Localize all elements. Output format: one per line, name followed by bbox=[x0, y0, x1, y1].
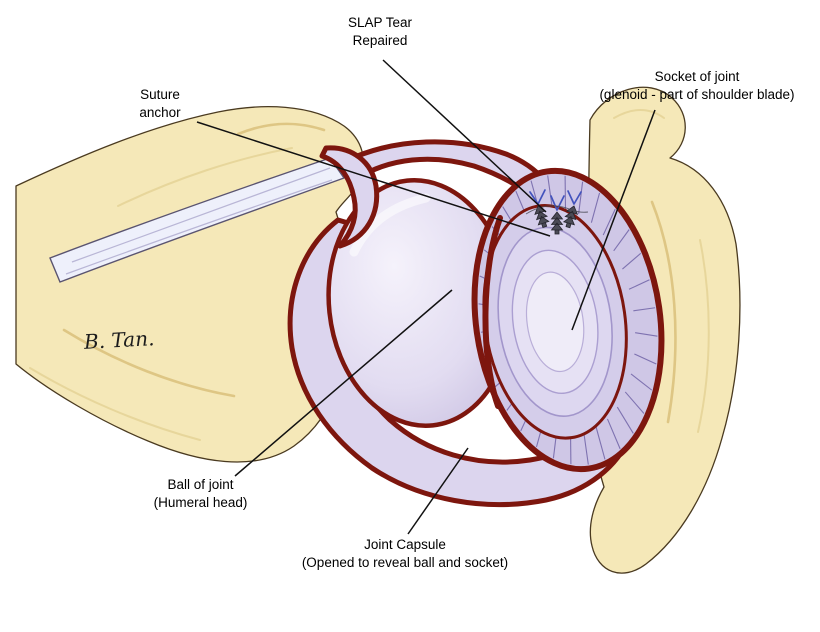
suture-anchor-2 bbox=[550, 211, 564, 235]
label-suture-anchor-line2: anchor bbox=[139, 105, 181, 120]
fringe-striation-line bbox=[583, 430, 589, 465]
label-capsule-line1: Joint Capsule bbox=[364, 537, 446, 552]
scapula-shading bbox=[650, 200, 677, 424]
fringe-striation-line bbox=[613, 229, 630, 252]
suture-thread-loop bbox=[525, 205, 589, 215]
fringe-striation-line bbox=[564, 175, 567, 210]
humerus-shading bbox=[62, 328, 236, 398]
leader-ball bbox=[234, 289, 453, 477]
label-capsule-line2: (Opened to reveal ball and socket) bbox=[301, 555, 509, 570]
fringe-striation-line bbox=[628, 279, 650, 290]
biceps-tendon bbox=[49, 157, 346, 283]
scapula-shading-3 bbox=[613, 109, 665, 119]
leader-slap-tear bbox=[382, 59, 547, 213]
fringe-striation-line bbox=[622, 252, 642, 270]
scapula-shading-2 bbox=[697, 239, 710, 433]
label-slap-tear-line2: Repaired bbox=[352, 33, 408, 48]
tendon-fiber-line-2 bbox=[65, 179, 333, 275]
label-ball-line1: Ball of joint bbox=[167, 477, 234, 492]
fringe-striation-line bbox=[616, 406, 634, 434]
suture-threads bbox=[529, 189, 582, 211]
fringe-striation-line bbox=[624, 391, 645, 414]
label-slap-tear: SLAP Tear Repaired bbox=[320, 14, 440, 50]
artist-signature: B. Tan. bbox=[83, 326, 155, 354]
fringe-striation-line bbox=[630, 373, 653, 391]
label-suture-anchor: Suture anchor bbox=[112, 86, 208, 122]
label-joint-capsule: Joint Capsule (Opened to reveal ball and… bbox=[262, 536, 548, 572]
fringe-striation-line bbox=[633, 307, 656, 312]
fringe-striation-line bbox=[595, 426, 606, 460]
leader-lines bbox=[196, 59, 656, 535]
suture-anchor-1 bbox=[534, 205, 550, 229]
suture-anchor-3 bbox=[562, 205, 579, 229]
suture-anchors bbox=[525, 189, 589, 235]
label-ball-of-joint: Ball of joint (Humeral head) bbox=[128, 476, 273, 512]
fringe-striation-line bbox=[547, 175, 553, 210]
joint-capsule-fold bbox=[319, 145, 380, 249]
leader-socket bbox=[571, 109, 656, 331]
fringe-striation-line bbox=[606, 418, 621, 450]
fringe-striation-line bbox=[578, 181, 584, 215]
label-suture-anchor-line1: Suture bbox=[140, 87, 180, 102]
ball-highlight bbox=[349, 193, 431, 257]
humerus-shading-2 bbox=[117, 147, 293, 207]
fringe-striation-line bbox=[635, 332, 658, 337]
label-socket-line2: (glenoid - part of shoulder blade) bbox=[599, 87, 795, 102]
fringe-striation-line bbox=[634, 353, 657, 365]
leader-suture-anchor bbox=[196, 121, 551, 237]
tendon-fiber-line bbox=[71, 167, 331, 263]
label-ball-line2: (Humeral head) bbox=[153, 495, 248, 510]
fringe-striation-line bbox=[590, 192, 601, 223]
labrum-crevice bbox=[482, 215, 503, 409]
label-socket-of-joint: Socket of joint (glenoid - part of shoul… bbox=[578, 68, 816, 104]
glenoid-center bbox=[525, 271, 585, 373]
fringe-striation-line bbox=[602, 208, 616, 236]
leader-capsule bbox=[407, 447, 469, 535]
label-socket-line1: Socket of joint bbox=[654, 69, 740, 84]
humerus-shading-3 bbox=[236, 122, 326, 136]
humerus-shading-4 bbox=[29, 367, 201, 441]
label-slap-tear-line1: SLAP Tear bbox=[347, 15, 413, 30]
